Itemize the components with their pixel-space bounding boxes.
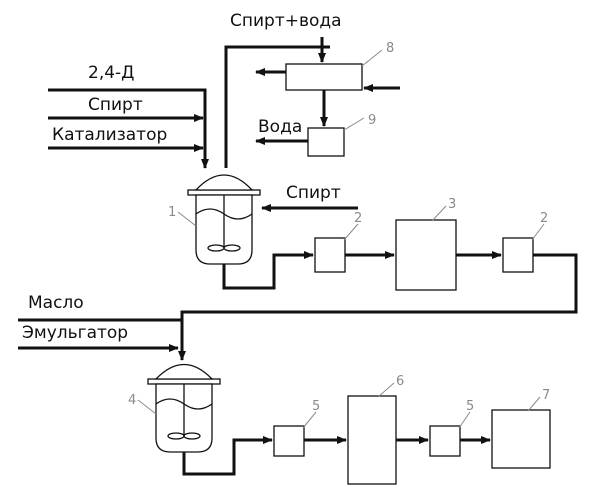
reactor-4-flange [147,378,221,385]
number-filter-5b: 5 [466,399,474,414]
reactor-1 [187,174,261,265]
label-oil: Масло [28,293,84,313]
filter-2a [314,237,346,273]
leader-5b [458,411,471,429]
leader-7 [527,396,541,412]
number-unit-7: 7 [542,388,550,403]
number-unit-3: 3 [448,197,456,212]
leader-2a [343,223,359,241]
reactor-4 [147,364,221,453]
label-water: Вода [258,117,302,137]
reactor-4-impeller-right [183,432,201,440]
number-column-8: 8 [386,41,394,56]
reactor-4-outlet [182,436,273,476]
reactor-1-flange [187,189,261,196]
leader-8 [361,49,383,67]
label-alcohol: Спирт [88,95,143,115]
number-separator-9: 9 [368,113,376,128]
vapor-line [224,45,330,168]
reactor-1-outlet [222,251,314,290]
number-filter-2a: 2 [354,211,362,226]
label-emulsifier: Эмульгатор [22,323,128,343]
leader-2b [531,223,545,241]
label-24d: 2,4-Д [88,63,134,83]
reactor-1-impeller-right [223,244,241,252]
leader-9 [343,117,365,131]
separator-9 [307,127,345,157]
filter-2b [502,237,534,273]
number-reactor-4: 4 [128,393,136,408]
reactor-1-lid [194,174,254,191]
feed-lines-reactor-1 [48,88,209,169]
number-filter-5a: 5 [312,399,320,414]
number-reactor-1: 1 [168,205,176,220]
label-alcohol-return: Спирт [286,183,341,203]
transfer-line [178,253,578,361]
filter-5a [273,425,305,457]
feed-line-24d [48,88,209,169]
column-8 [285,63,363,91]
number-unit-6: 6 [396,374,404,389]
label-catalyst: Катализатор [52,125,167,145]
leader-1 [177,211,197,227]
reactor-4-lid [154,364,214,380]
unit-3 [395,219,457,291]
number-filter-2b: 2 [540,211,548,226]
leader-3 [431,205,447,222]
filter-5b [429,425,461,457]
unit-6 [347,395,397,485]
leader-4 [137,399,157,415]
leader-5a [302,411,317,429]
label-alcohol-water: Спирт+вода [230,11,342,31]
leader-6 [377,382,395,398]
unit-7 [491,409,551,469]
